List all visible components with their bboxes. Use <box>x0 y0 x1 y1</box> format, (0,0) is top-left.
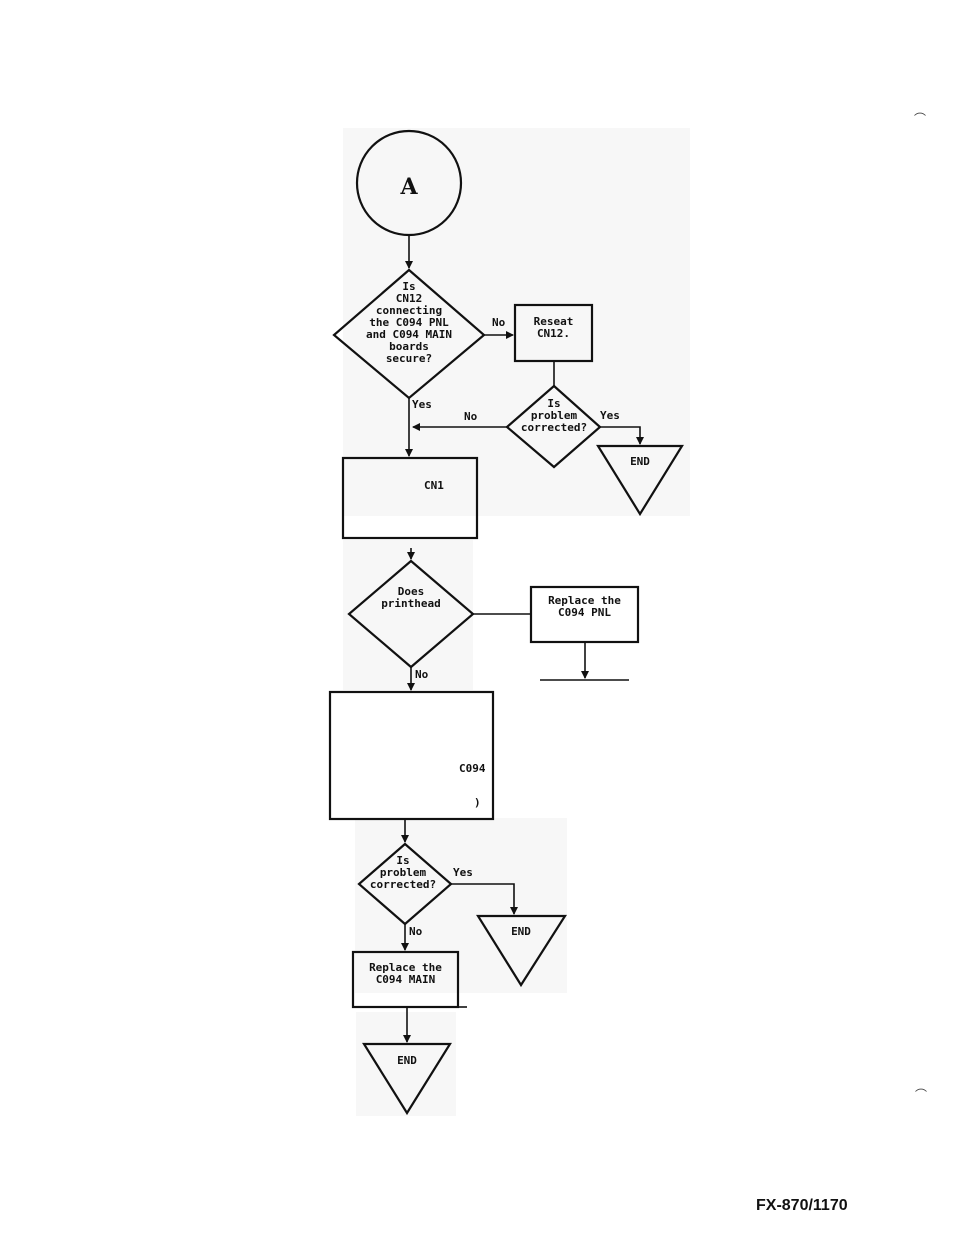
cn1-box-frame <box>341 456 479 540</box>
decision-cn12-line-5: and C094 MAIN <box>365 328 453 341</box>
end-3-triangle <box>362 1042 452 1116</box>
scan-background-lower <box>355 818 567 993</box>
decision-corrected-2-text: Is problem corrected? <box>358 855 448 891</box>
decision-cn12-line-2: CN12 <box>395 292 423 305</box>
c094-box-text-2: ) <box>474 796 481 809</box>
decision-corrected-1-diamond <box>505 384 602 469</box>
corrected-2-line-3: corrected? <box>369 878 437 891</box>
decision-printhead-text: Does printhead <box>366 586 456 610</box>
replace-main-line-2: C094 MAIN <box>375 973 436 986</box>
replace-main-text: Replace the C094 MAIN <box>353 962 458 986</box>
arrow-corrected-2-yes-to-end <box>451 883 518 915</box>
footer-model-number: FX-870/1170 <box>756 1197 848 1214</box>
corrected-1-line-1: Is <box>547 397 561 410</box>
corrected-1-line-3: corrected? <box>520 421 588 434</box>
decision-cn12-line-1: Is <box>402 280 416 293</box>
replace-main-line-1: Replace the <box>369 961 442 974</box>
decision-cn12-text: Is CN12 connecting the C094 PNL and C094… <box>345 281 473 365</box>
connector-a-label: A <box>400 174 418 200</box>
replace-pnl-line-1: Replace the <box>548 594 621 607</box>
corrected-2-line-2: problem <box>379 866 427 879</box>
label-no-corrected-2: No <box>409 925 423 938</box>
label-no-reseat: No <box>492 316 506 329</box>
scan-background-upper <box>343 128 690 516</box>
decision-corrected-1-text: Is problem corrected? <box>509 398 599 434</box>
end-1-triangle <box>596 444 684 517</box>
label-yes-cn12: Yes <box>412 398 432 411</box>
replace-pnl-line-2: C094 PNL <box>558 606 611 619</box>
replace-pnl-text: Replace the C094 PNL <box>531 595 638 619</box>
label-yes-corrected-2: Yes <box>453 866 473 879</box>
printhead-line-1: Does <box>397 585 425 598</box>
replace-main-box-frame <box>351 950 460 1009</box>
corrected-1-line-2: problem <box>530 409 578 422</box>
label-yes-corrected-1: Yes <box>600 409 620 422</box>
decision-cn12-line-4: the C094 PNL <box>369 316 449 329</box>
scan-background-bottom <box>356 1012 456 1116</box>
reseat-box-text: Reseat CN12. <box>515 316 592 340</box>
decision-cn12-line-3: connecting <box>375 304 443 317</box>
label-no-corrected-1: No <box>464 410 478 423</box>
decision-cn12-line-7: secure? <box>385 352 433 365</box>
c094-box-text-1: C094 <box>459 762 486 775</box>
arrow-corrected-yes-to-end <box>600 426 644 445</box>
decision-cn12-line-6: boards <box>389 340 429 353</box>
reseat-line-1: Reseat <box>533 315 574 328</box>
reseat-line-2: CN12. <box>536 327 571 340</box>
decision-printhead-diamond <box>347 559 475 669</box>
end-2-triangle <box>476 914 568 988</box>
cn1-box-text: CN1 <box>424 479 444 492</box>
corrected-2-line-1: Is <box>396 854 410 867</box>
end-3-label: END <box>397 1054 417 1067</box>
label-no-printhead: No <box>415 668 429 681</box>
scan-mark-top: ⌒ <box>914 112 927 126</box>
end-2-label: END <box>511 925 531 938</box>
end-1-label: END <box>630 455 650 468</box>
c094-box-frame <box>328 690 495 821</box>
printhead-line-2: printhead <box>381 597 441 610</box>
scan-mark-bottom: ⌒ <box>915 1088 928 1102</box>
